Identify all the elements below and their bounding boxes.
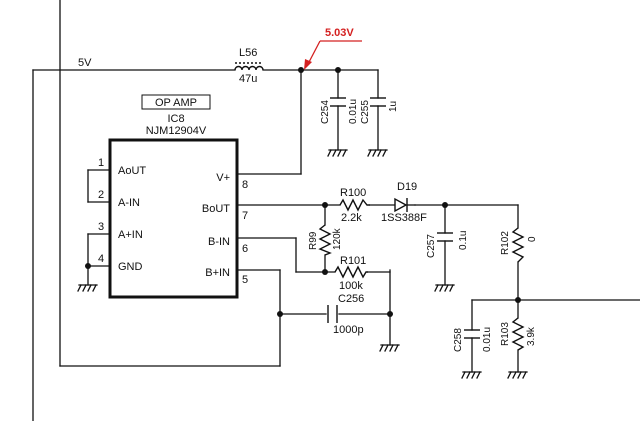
d19-ref: D19 [397, 181, 417, 193]
resistor-r103: R103 3.9k [500, 317, 537, 351]
capacitor-c255: C255 1u [360, 97, 399, 124]
wires [32, 0, 640, 421]
resistor-r99: R99 120k [308, 224, 343, 256]
resistor-r102: R102 0 [500, 227, 538, 263]
r99-value: 120k [332, 227, 343, 250]
ground-icon [434, 284, 455, 292]
voltage-annotation: 5.03V [304, 27, 362, 70]
pin-5-num: 5 [242, 274, 248, 286]
pin-6-name: B-IN [208, 236, 230, 248]
r103-ref: R103 [500, 322, 511, 346]
c257-ref: C257 [426, 234, 437, 258]
capacitor-c254: C254 0.01u [320, 97, 359, 124]
pin-6-num: 6 [242, 243, 248, 255]
l56-value: 47u [239, 73, 257, 85]
pin-7-num: 7 [242, 210, 248, 222]
pin-2-num: 2 [98, 189, 104, 201]
pin-3-num: 3 [98, 221, 104, 233]
r103-value: 3.9k [526, 326, 537, 346]
pin-7-name: BoUT [202, 203, 230, 215]
resistor-r101: R101 100k [334, 255, 368, 292]
c257-value: 0.1u [458, 231, 469, 250]
l56-ref: L56 [239, 47, 257, 59]
ic8-op-amp: OP AMP IC8 NJM12904V 1 AoUT 2 A-IN 3 A+I… [98, 94, 248, 299]
pin-1-num: 1 [98, 157, 104, 169]
r100-value: 2.2k [341, 212, 362, 224]
supply-label: 5V [78, 57, 92, 69]
ground-icon [77, 284, 98, 292]
c256-value: 1000p [333, 324, 364, 336]
pin-4-num: 4 [98, 253, 104, 265]
ground-icon [379, 344, 400, 352]
junction-dots [85, 67, 521, 317]
d19-value: 1SS388F [381, 212, 427, 224]
r101-value: 100k [339, 280, 363, 292]
r102-ref: R102 [500, 231, 511, 255]
pin-5-name: B+IN [205, 267, 230, 279]
voltage-label: 5.03V [325, 27, 354, 39]
ground-icon [327, 149, 348, 157]
pin-2-name: A-IN [118, 197, 140, 209]
c255-value: 1u [388, 101, 399, 112]
capacitor-c258: C258 0.01u [453, 327, 493, 352]
ground-icon [461, 371, 482, 379]
pin-8-name: V+ [216, 172, 230, 184]
c254-value: 0.01u [348, 99, 359, 124]
c258-ref: C258 [453, 328, 464, 352]
capacitor-c256: C256 1000p [327, 293, 364, 336]
ic-ref: IC8 [167, 113, 184, 125]
pin-3-name: A+IN [118, 229, 143, 241]
pin-8-num: 8 [242, 179, 248, 191]
capacitor-c257: C257 0.1u [426, 231, 469, 258]
resistor-r100: R100 2.2k [339, 187, 370, 224]
r100-ref: R100 [340, 187, 366, 199]
ground-icon [367, 149, 388, 157]
c256-ref: C256 [338, 293, 364, 305]
pin-4-name: GND [118, 261, 143, 273]
ic-tag: OP AMP [155, 97, 197, 109]
r101-ref: R101 [340, 255, 366, 267]
c255-ref: C255 [360, 100, 371, 124]
c254-ref: C254 [320, 100, 331, 124]
ground-symbols [77, 149, 528, 379]
r99-ref: R99 [308, 231, 319, 250]
c258-value: 0.01u [482, 327, 493, 352]
ground-icon [507, 371, 528, 379]
pin-1-name: AoUT [118, 165, 146, 177]
diode-d19: D19 1SS388F [381, 181, 427, 224]
r102-value: 0 [527, 236, 538, 242]
inductor-l56: L56 47u [234, 47, 264, 85]
ic-part: NJM12904V [146, 125, 207, 137]
